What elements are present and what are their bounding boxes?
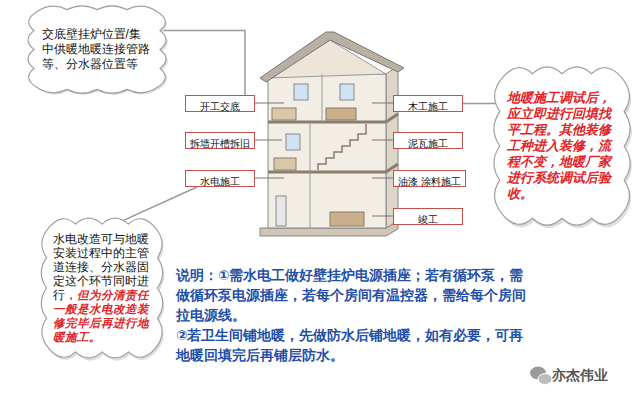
process-box: 开工交底 [185, 95, 255, 112]
house-bed [272, 108, 296, 120]
process-box: 泥瓦施工 [393, 132, 463, 149]
process-box: 木工施工 [393, 95, 463, 112]
box-text: 拆墙开槽拆旧 [190, 136, 250, 151]
connector-line [160, 31, 245, 96]
leader-line [372, 178, 393, 179]
connector-line [122, 187, 197, 221]
house-stairs [318, 124, 366, 170]
box-text: 泥瓦施工 [408, 136, 448, 151]
icon-bubble [538, 374, 552, 385]
house-wall [322, 74, 323, 122]
house-sofa [330, 212, 364, 226]
box-text: 木工施工 [408, 99, 448, 114]
cloud-shape [41, 218, 162, 358]
house-gable [268, 40, 386, 78]
callout-body: 水电改造可与地暖安装过程中的主管道连接、分水器固定这个环节同时进行，但为分清责任… [53, 232, 151, 344]
house-boiler [276, 196, 286, 226]
house-window [286, 134, 300, 150]
connector-line [463, 103, 497, 105]
house-table [274, 158, 296, 170]
process-box: 拆墙开槽拆旧 [185, 132, 255, 149]
leader-line [372, 103, 393, 104]
callout-text: 交底壁挂炉位置/集中供暖地暖连接管路等、分水器位置等 [42, 27, 153, 72]
house-wall [310, 122, 311, 228]
house-window [294, 84, 308, 100]
process-box: 竣工 [393, 208, 463, 225]
leader-line [255, 103, 284, 104]
leader-line [372, 216, 393, 217]
callout-body: 地暖施工调试后，应立即进行回填找平工程。其他装修工种进入装修，流程不变，地暖厂家… [507, 90, 617, 202]
leader-line [372, 140, 393, 141]
house-sofa [326, 108, 356, 120]
house-window [340, 84, 354, 100]
note-text: ②若卫生间铺地暖，先做防水后铺地暖，如有必要，可再地暖回填完后再铺层防水。 [176, 326, 528, 366]
house-floor [268, 171, 386, 174]
process-box: 水电施工 [185, 170, 255, 187]
box-text: 水电施工 [200, 174, 240, 189]
cloud-shape [494, 67, 630, 225]
cloud-callout: 交底壁挂炉位置/集中供暖地暖连接管路等、分水器位置等 [22, 2, 172, 97]
leader-line [255, 178, 284, 179]
watermark: 亦杰伟业 [552, 366, 608, 384]
cloud-callout: 水电改造可与地暖安装过程中的主管道连接、分水器固定这个环节同时进行，但为分清责任… [36, 212, 168, 364]
cloud-shape [28, 6, 166, 93]
callout-text: 地暖施工调试后，应立即进行回填找平工程。其他装修工种进入装修，流程不变，地暖厂家… [507, 90, 617, 202]
box-text: 油漆 涂料施工 [398, 174, 461, 189]
callout-body: 交底壁挂炉位置/集中供暖地暖连接管路等、分水器位置等 [42, 27, 153, 72]
box-text: 开工交底 [200, 99, 240, 114]
cloud-callout: 地暖施工调试后，应立即进行回填找平工程。其他装修工种进入装修，流程不变，地暖厂家… [488, 60, 636, 232]
house-front [268, 74, 386, 228]
leader-line [255, 140, 282, 141]
note-text: 说明：①需水电工做好壁挂炉电源插座；若有循环泵，需做循环泵电源插座，若每个房间有… [176, 266, 528, 326]
box-text: 竣工 [418, 212, 438, 227]
process-box: 油漆 涂料施工 [393, 170, 466, 187]
house-roof [260, 32, 404, 82]
house-floor [268, 121, 386, 124]
house-floor [386, 114, 398, 122]
